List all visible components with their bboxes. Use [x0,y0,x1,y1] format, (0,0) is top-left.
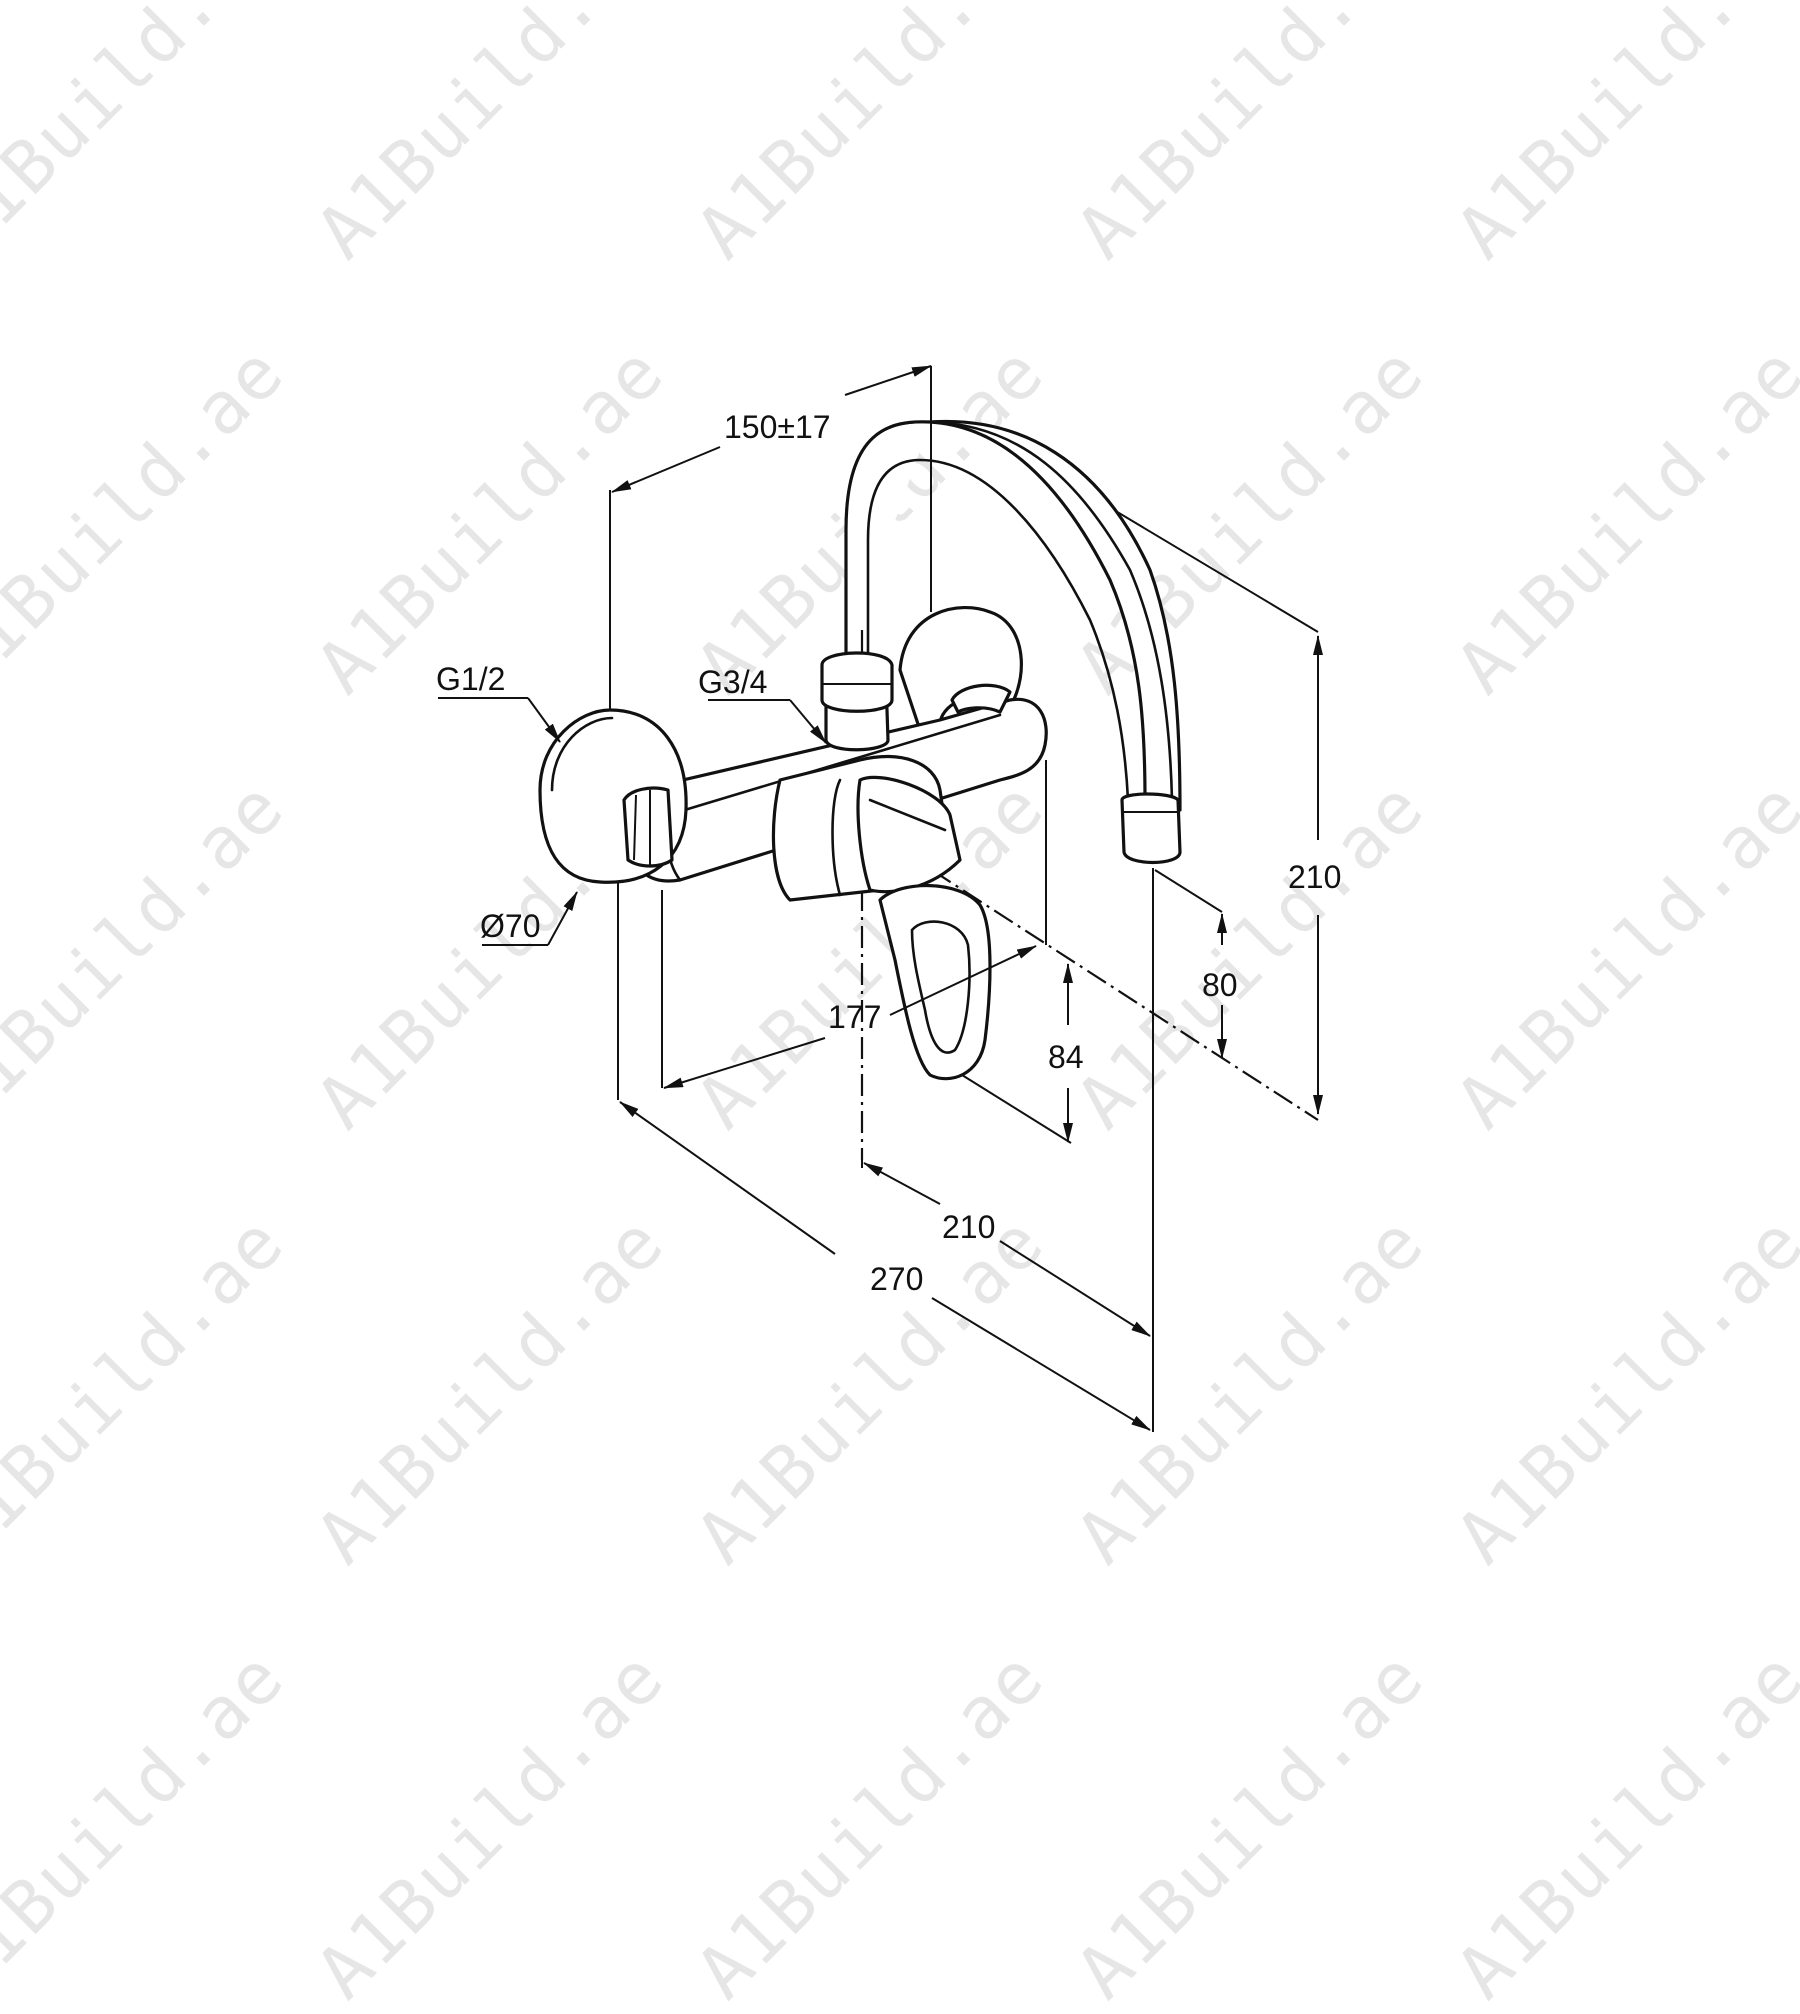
cartridge-and-lever [771,755,992,1081]
dim-lever-height: 84 [1048,1039,1084,1075]
dim-spout-reach: 150±17 [724,409,831,445]
callout-inlet-thread: G1/2 [436,661,505,697]
dimension-lines [611,365,1323,1431]
callout-leaders [438,697,827,946]
dim-spout-outlet-height: 80 [1202,967,1238,1003]
callout-rosette-diameter: Ø70 [480,908,540,944]
callout-outlet-thread: G3/4 [698,664,767,700]
dim-body-depth: 177 [828,999,881,1035]
front-rosette [538,708,688,884]
technical-drawing: 150±17 G1/2 G3/4 Ø70 210 80 84 177 210 2… [436,365,1341,1432]
spout [844,419,1182,865]
dim-overall-depth: 270 [870,1261,923,1297]
dim-centre-to-wall: 210 [942,1209,995,1245]
dim-spout-height-total: 210 [1288,859,1341,895]
spout-collar [820,651,894,752]
dimension-labels: 150±17 G1/2 G3/4 Ø70 210 80 84 177 210 2… [436,409,1341,1297]
